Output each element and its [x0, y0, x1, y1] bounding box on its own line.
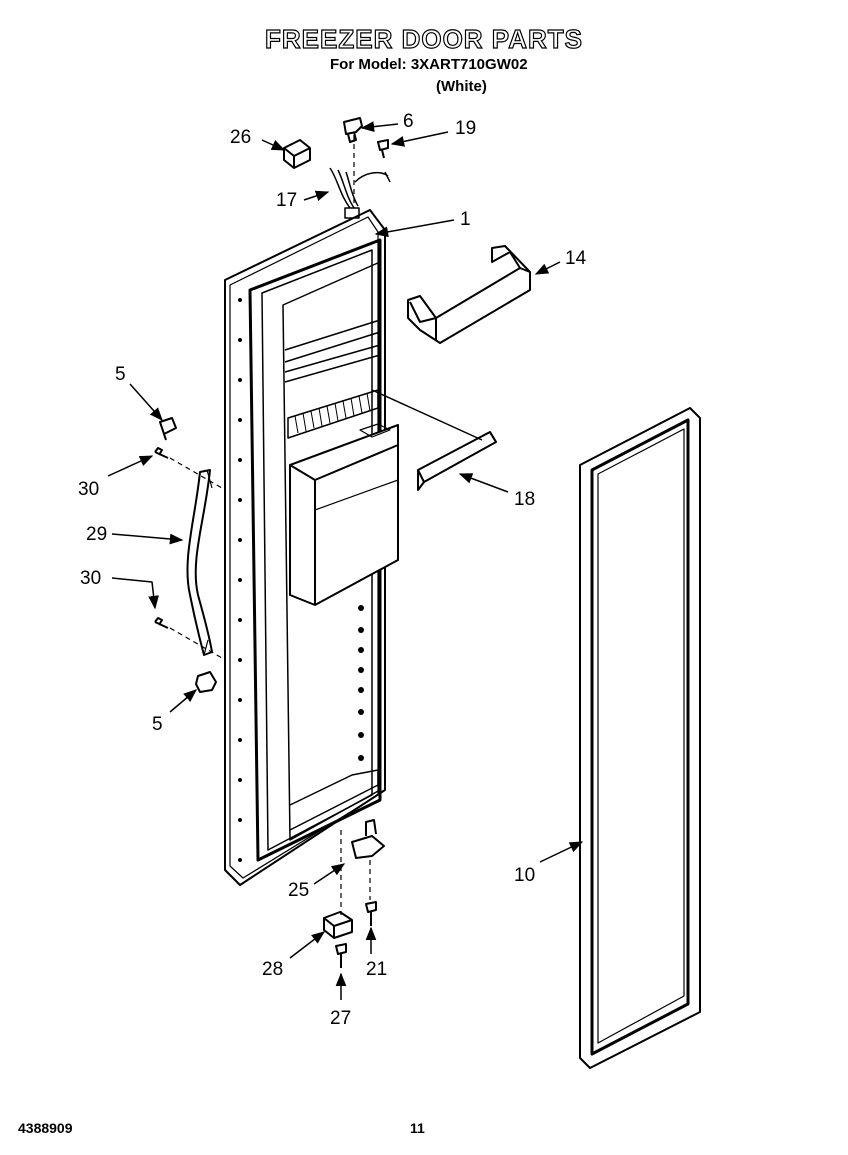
callout-10: 10: [514, 865, 535, 886]
door-handle: [186, 469, 213, 656]
plug-part-6: [343, 117, 363, 143]
handle-end-cap-top: [159, 417, 177, 441]
door-shelf: [407, 245, 531, 344]
hinge-block-part-28: [323, 911, 353, 939]
callout-30-bottom: 30: [80, 568, 101, 589]
handle-screw-top: [154, 447, 169, 459]
callout-26: 26: [230, 127, 251, 148]
document-number: 4388909: [18, 1120, 73, 1136]
callout-25: 25: [288, 880, 309, 901]
color-variant: (White): [436, 78, 487, 95]
freezer-door: [224, 207, 399, 886]
callout-27: 27: [330, 1008, 351, 1029]
door-gasket: [579, 407, 701, 1069]
page-title: FREEZER DOOR PARTS: [264, 23, 583, 54]
handle-screw-bottom: [154, 617, 169, 629]
screw-part-27: [335, 943, 347, 968]
hinge-part-25: [351, 819, 385, 859]
screw-part-21: [365, 901, 377, 926]
callout-6: 6: [403, 111, 414, 132]
cover-part-26: [283, 139, 311, 169]
page-number: 11: [410, 1120, 425, 1136]
callout-5-bottom: 5: [152, 714, 163, 735]
callout-5-top: 5: [115, 364, 126, 385]
callout-18: 18: [514, 489, 535, 510]
callout-29: 29: [86, 524, 107, 545]
wire-harness-part-17: [329, 167, 391, 209]
handle-end-cap-bottom: [195, 671, 217, 693]
callout-19: 19: [455, 118, 476, 139]
screw-part-19: [377, 139, 389, 159]
callout-1: 1: [460, 209, 471, 230]
shelf-rail: [417, 431, 497, 491]
callout-30-top: 30: [78, 479, 99, 500]
callout-14: 14: [565, 248, 587, 269]
callout-21: 21: [366, 959, 387, 980]
callout-28: 28: [262, 959, 283, 980]
model-line: For Model: 3XART710GW02: [330, 56, 528, 73]
callout-17: 17: [276, 190, 297, 211]
